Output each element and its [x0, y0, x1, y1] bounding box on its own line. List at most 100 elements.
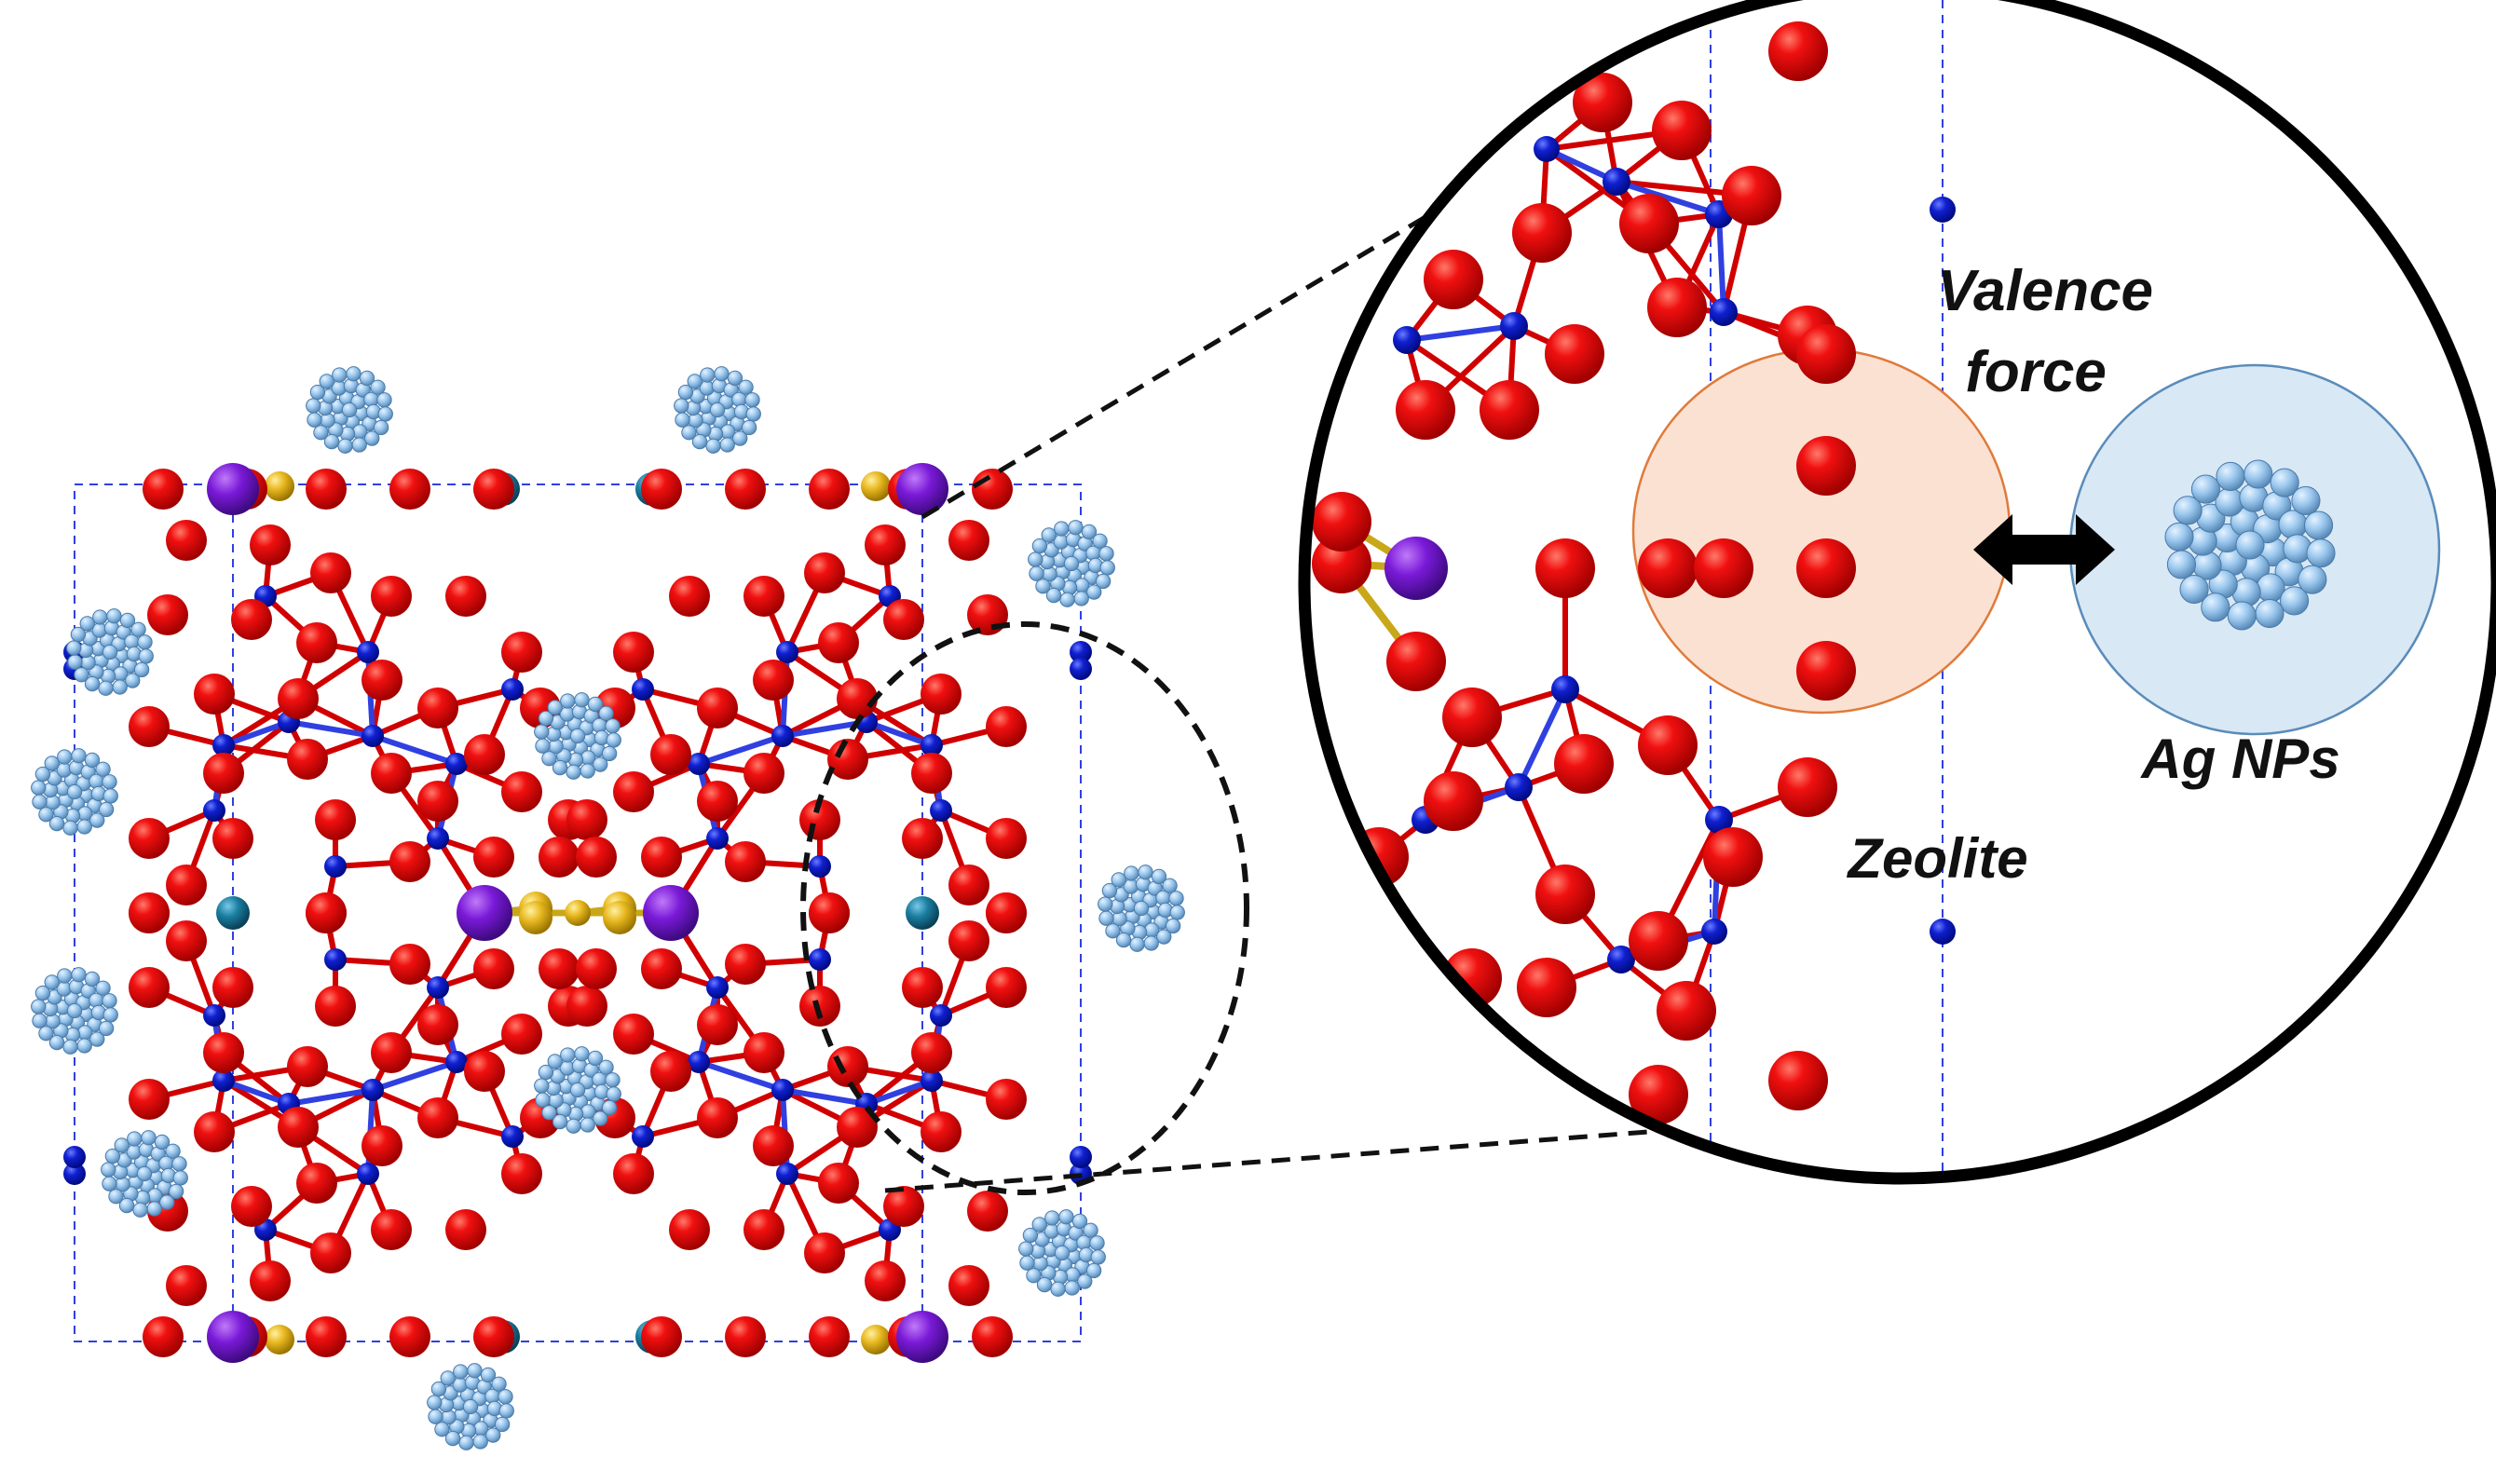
silver-atom — [541, 751, 557, 767]
silver-atom — [1036, 1276, 1053, 1293]
oxygen-atom — [1796, 324, 1856, 384]
silver-nanoparticle-cluster-icon — [2164, 459, 2336, 631]
zoom-framework-atoms — [1312, 21, 1956, 1124]
silver-atom — [132, 1202, 148, 1218]
silver-atom — [98, 1020, 115, 1037]
silver-atom — [112, 679, 128, 695]
silver-atom — [95, 761, 111, 777]
silver-atom — [687, 374, 702, 389]
silver-atom — [547, 1054, 563, 1069]
silver-atom — [2216, 461, 2245, 491]
oxygen-atom — [231, 599, 272, 640]
silver-atom — [74, 667, 89, 683]
oxygen-atom — [1638, 715, 1698, 775]
oxygen-atom — [883, 599, 924, 640]
silver-atom — [1151, 868, 1167, 885]
oxygen-atom — [417, 781, 458, 822]
silver-atom — [376, 392, 392, 408]
oxygen-atom — [473, 837, 514, 878]
oxygen-atom — [371, 1209, 412, 1250]
oxygen-atom — [613, 1014, 654, 1055]
oxygen-atom — [725, 469, 766, 510]
silver-nanoparticle-cluster-icon — [31, 967, 118, 1055]
silicon-atom — [776, 641, 798, 663]
oxygen-atom — [613, 1153, 654, 1194]
silicon-atom — [771, 1079, 794, 1101]
oxygen-atom — [911, 1032, 952, 1073]
silver-atom — [118, 1197, 135, 1214]
oxygen-atom — [361, 1125, 402, 1166]
silver-nanoparticle-cluster-icon — [534, 1046, 621, 1134]
silver-atom — [1124, 865, 1139, 881]
silicon-atom — [501, 678, 524, 701]
silicon-atom — [324, 855, 347, 878]
oxygen-atom — [310, 1232, 351, 1273]
silver-atom — [125, 673, 141, 688]
silver-atom — [171, 1156, 187, 1172]
framework-bond — [698, 1059, 784, 1093]
silver-atom — [95, 980, 111, 996]
silver-atom — [62, 1039, 78, 1055]
silver-atom — [1169, 905, 1185, 920]
silicon-atom — [427, 976, 449, 999]
silver-atom — [674, 398, 689, 414]
silver-atom — [319, 374, 334, 389]
silver-atom — [2201, 592, 2230, 622]
oxygen-atom — [697, 781, 738, 822]
silver-atom — [323, 433, 340, 450]
silicon-atom — [427, 827, 449, 850]
silver-atom — [598, 1059, 614, 1075]
sulfur-atom — [861, 1325, 891, 1355]
oxygen-atom — [650, 734, 691, 775]
oxygen-atom — [1638, 538, 1698, 598]
silver-atom — [44, 756, 60, 771]
silver-atom — [38, 807, 54, 823]
silver-atom — [2173, 496, 2203, 525]
silver-atom — [453, 1364, 469, 1380]
oxygen-atom — [725, 1316, 766, 1357]
cation-atom — [207, 1311, 259, 1363]
framework-bond — [1716, 213, 1726, 313]
silver-atom — [732, 430, 748, 446]
oxygen-atom — [865, 524, 906, 565]
oxygen-atom — [417, 1004, 458, 1045]
silver-atom — [727, 370, 743, 387]
silicon-atom — [776, 1163, 798, 1185]
silver-atom — [364, 430, 380, 446]
oxygen-atom — [650, 1051, 691, 1092]
oxygen-atom — [641, 1316, 682, 1357]
silver-atom — [84, 675, 101, 692]
silver-atom — [2304, 511, 2334, 540]
silver-atom — [84, 752, 101, 769]
oxygen-atom — [1657, 981, 1716, 1041]
oxygen-atom — [902, 818, 943, 859]
silicon-atom — [1705, 806, 1733, 834]
sulfur-atom — [519, 901, 552, 934]
cation-atom — [1384, 537, 1448, 600]
framework-bond — [372, 1059, 457, 1093]
silver-atom — [1018, 1241, 1034, 1257]
oxygen-atom — [501, 632, 542, 673]
silicon-atom — [809, 855, 831, 878]
oxygen-atom — [837, 678, 878, 719]
silver-atom — [566, 764, 581, 780]
oxygen-atom — [1722, 166, 1781, 225]
silver-atom — [306, 398, 321, 414]
silver-atom — [57, 968, 73, 984]
sulfur-atom — [861, 471, 891, 501]
silver-atom — [574, 692, 590, 708]
silver-atom — [2291, 485, 2321, 516]
silver-atom — [146, 1201, 162, 1217]
oxygen-atom — [194, 1111, 235, 1152]
silver-atom — [427, 1395, 443, 1410]
oxygen-atom — [986, 892, 1027, 933]
silver-atom — [1085, 1262, 1102, 1279]
silver-atom — [32, 794, 48, 810]
silver-atom — [1077, 1273, 1093, 1289]
silicon-atom — [357, 1163, 379, 1185]
sulfur-atom — [603, 901, 636, 934]
oxygen-atom — [1647, 278, 1707, 337]
silver-atom — [102, 993, 117, 1009]
silver-atom — [480, 1367, 497, 1383]
